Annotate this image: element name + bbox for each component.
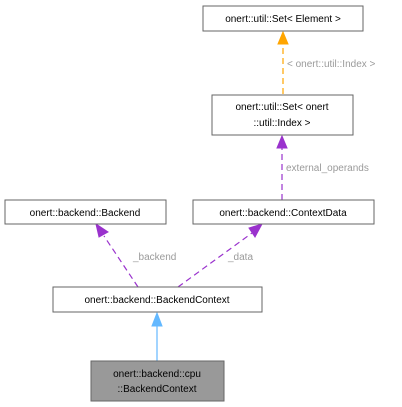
edge-label-backend: _backend (132, 252, 176, 263)
edge-label-external-operands: external_operands (286, 163, 369, 174)
node-cpu-backend-context: onert::backend::cpu ::BackendContext (90, 360, 225, 402)
edge-inheritance (151, 311, 163, 361)
node-context-data[interactable]: onert::backend::ContextData (192, 199, 375, 225)
node-label: onert::backend::ContextData (219, 208, 347, 219)
edge-backend: _backend (95, 222, 176, 288)
edge-label-data: _data (227, 252, 253, 263)
node-label: onert::backend::BackendContext (84, 295, 229, 306)
node-label-line-2: ::util::Index > (254, 118, 311, 129)
edge-label-template: < onert::util::Index > (287, 59, 376, 70)
node-set-element[interactable]: onert::util::Set< Element > (202, 5, 364, 32)
node-label: onert::util::Set< Element > (225, 14, 341, 25)
node-set-index[interactable]: onert::util::Set< onert ::util::Index > (211, 94, 354, 136)
edge-template-instance: < onert::util::Index > (277, 30, 376, 94)
node-backend[interactable]: onert::backend::Backend (4, 199, 167, 225)
edge-external-operands: external_operands (276, 134, 369, 200)
node-backend-context[interactable]: onert::backend::BackendContext (52, 286, 263, 313)
node-label-line-2: ::BackendContext (118, 384, 197, 395)
node-label-line-1: onert::backend::cpu (113, 369, 201, 380)
edge-data: _data (177, 223, 264, 288)
node-label: onert::backend::Backend (30, 208, 141, 219)
node-label-line-1: onert::util::Set< onert (235, 102, 328, 113)
